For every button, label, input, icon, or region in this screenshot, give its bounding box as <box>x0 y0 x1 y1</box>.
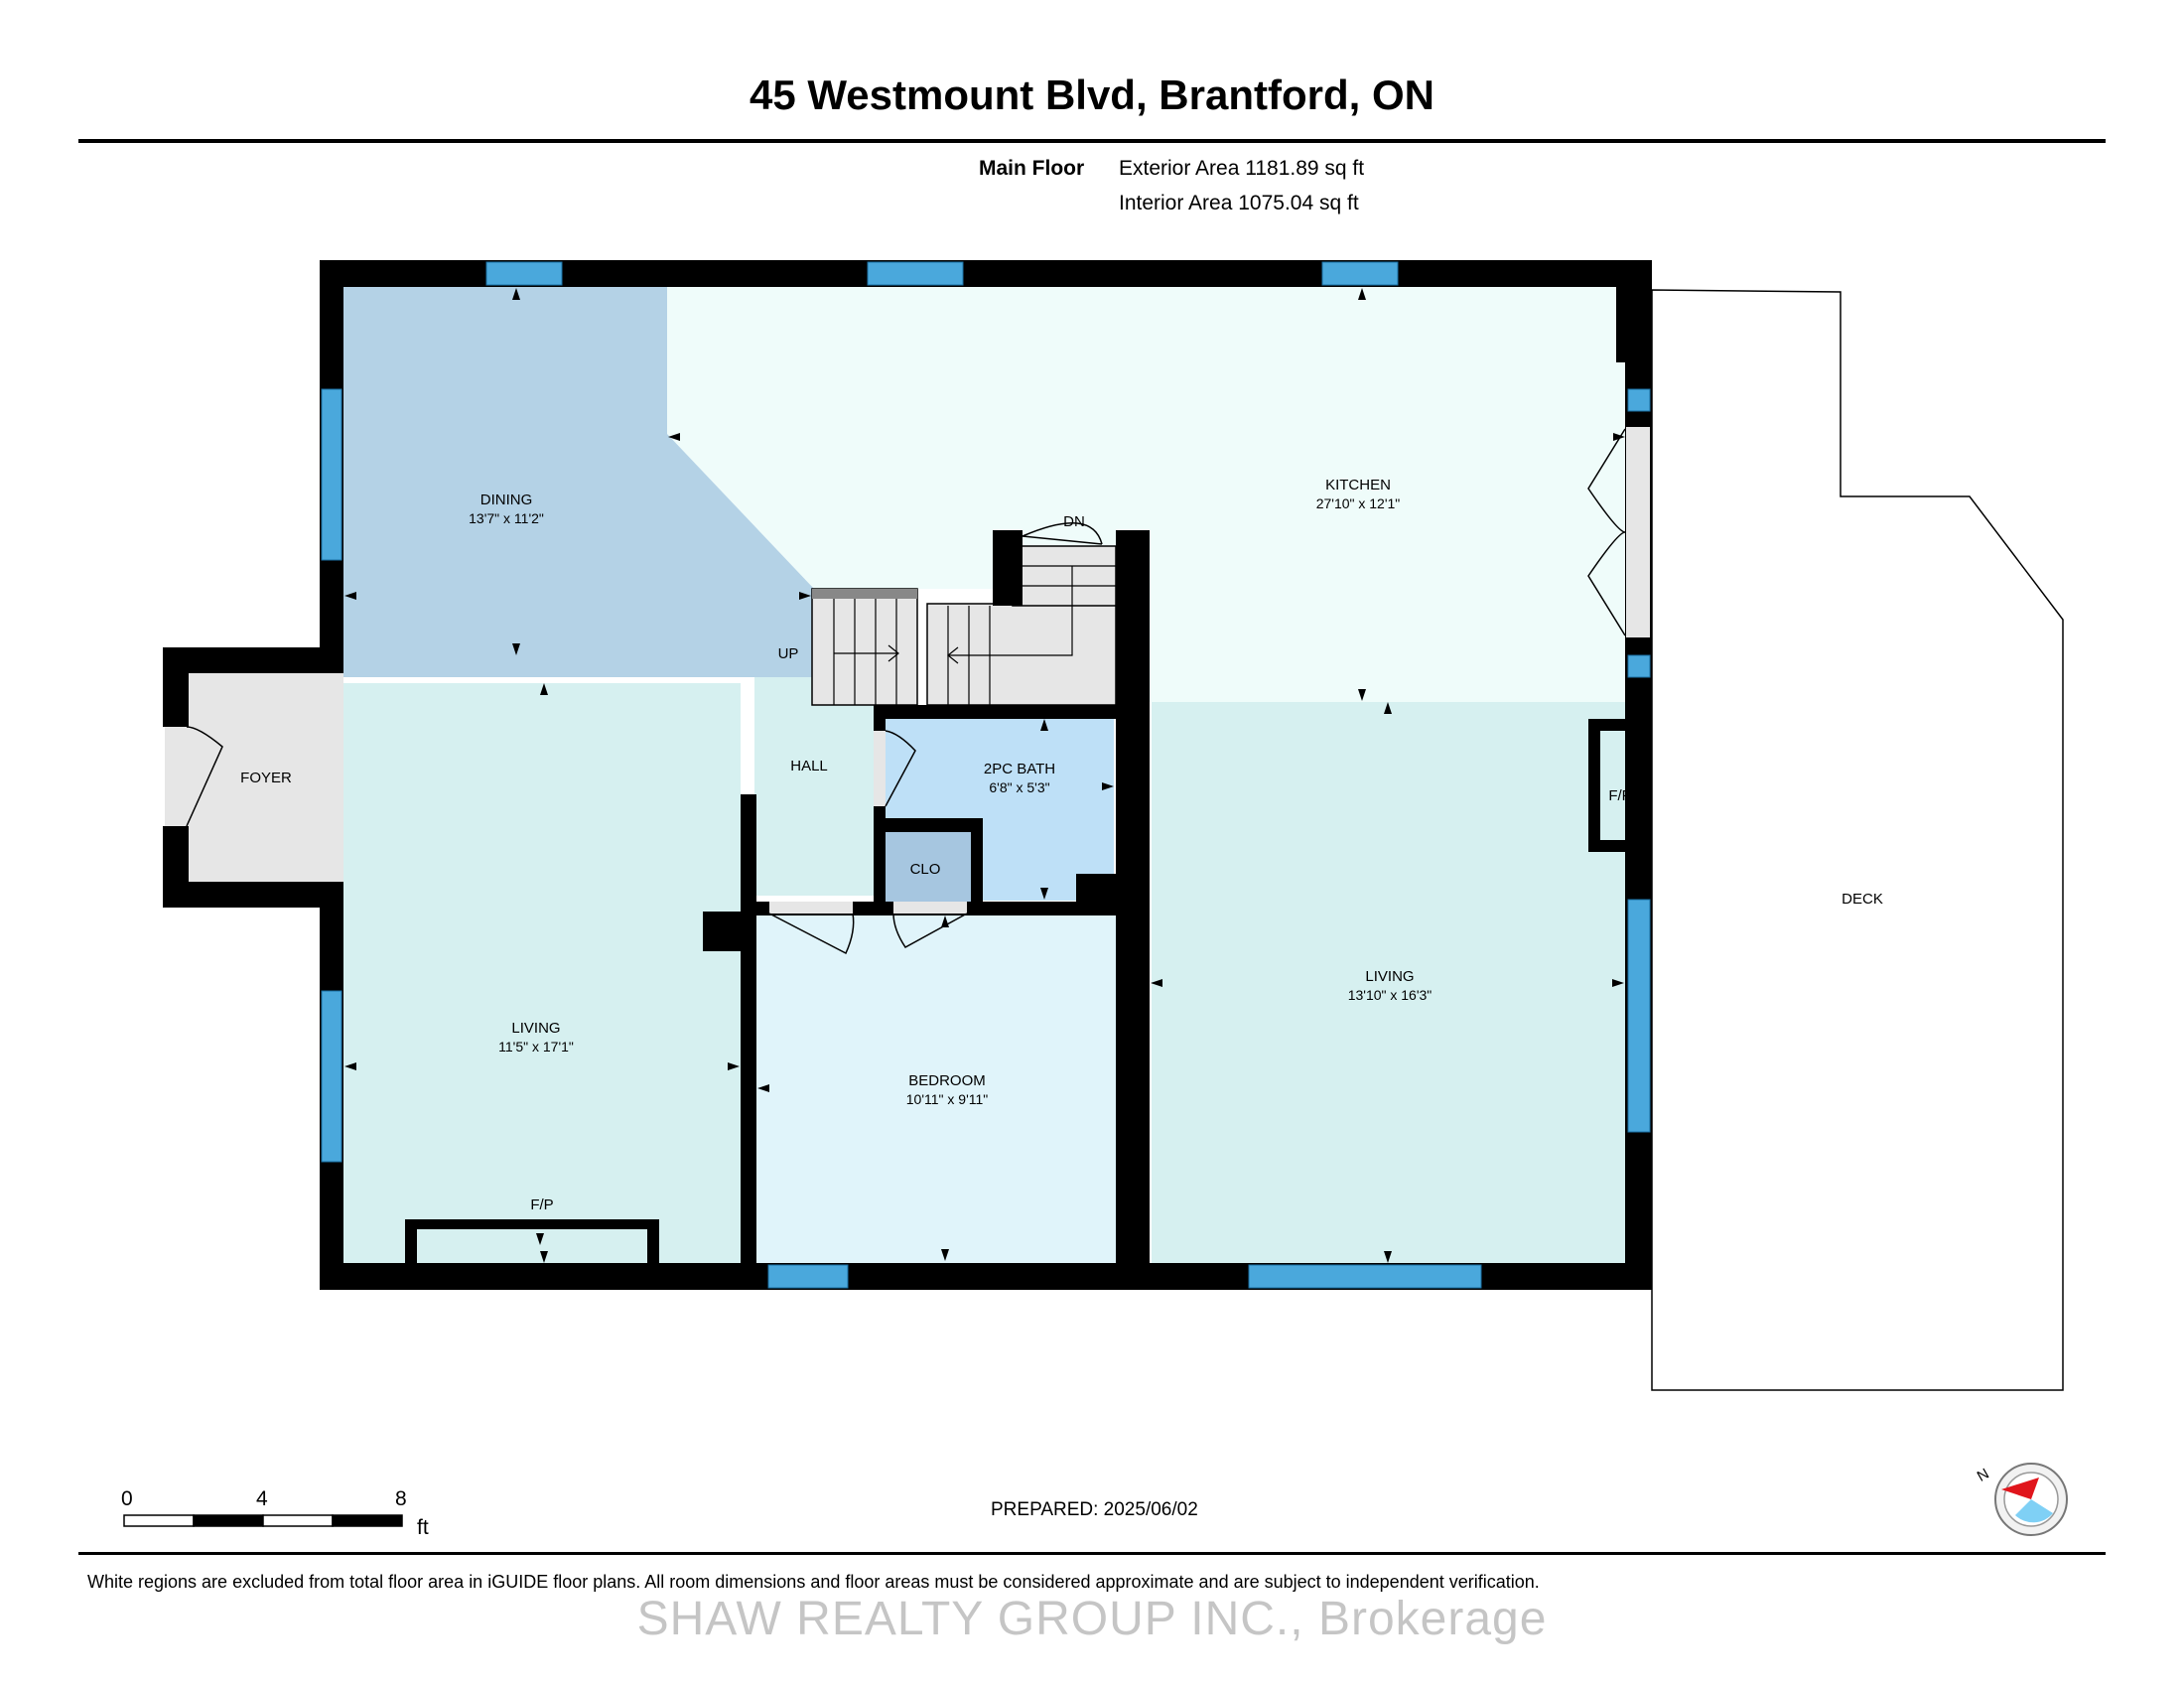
scale-tick-4: 4 <box>256 1487 268 1510</box>
wall-foyer-left-a <box>163 647 189 727</box>
room-dims-living-left: 11'5" x 17'1" <box>498 1039 574 1055</box>
window <box>1248 1264 1482 1289</box>
fireplace-right-side <box>1588 719 1600 852</box>
page-title: 45 Westmount Blvd, Brantford, ON <box>750 71 1434 118</box>
brokerage-watermark: SHAW REALTY GROUP INC., Brokerage <box>636 1593 1548 1645</box>
wall-stub <box>703 912 743 951</box>
room-label-dining: DINING <box>480 492 533 508</box>
room-dims-kitchen: 27'10" x 12'1" <box>1316 495 1401 511</box>
north-compass-icon: N <box>1975 1463 2068 1536</box>
room-dims-bath: 6'8" x 5'3" <box>989 779 1049 795</box>
window <box>1627 899 1651 1133</box>
living-right-fill <box>1152 702 1635 1273</box>
fireplace-left-side-b <box>647 1219 659 1263</box>
window <box>1321 261 1399 286</box>
room-label-hall: HALL <box>790 758 828 774</box>
window <box>321 388 342 561</box>
room-label-living-right: LIVING <box>1365 968 1414 985</box>
wall-closet-top <box>874 818 983 832</box>
kitchen-fill <box>667 287 1625 702</box>
wall-bath-bottom <box>1076 874 1116 904</box>
room-labels: DINING 13'7" x 11'2" KITCHEN 27'10" x 12… <box>240 477 1883 1213</box>
wall-foyer-top <box>163 647 343 673</box>
wall-bath-top <box>874 705 1126 719</box>
scale-tick-0: 0 <box>121 1487 133 1510</box>
room-label-bath: 2PC BATH <box>984 761 1055 777</box>
living-left-fill <box>343 683 741 1273</box>
window <box>321 990 342 1163</box>
room-label-closet: CLO <box>910 861 941 878</box>
room-label-deck: DECK <box>1842 891 1883 908</box>
header-divider <box>78 139 2106 143</box>
room-fills <box>185 287 1635 1273</box>
deck-outline <box>1651 289 2064 1391</box>
foyer-fill <box>185 673 343 882</box>
window <box>867 261 964 286</box>
bedroom-fill <box>756 915 1136 1263</box>
stairs-down-label: DN <box>1063 513 1085 530</box>
stairs-up <box>811 588 918 706</box>
window <box>767 1264 849 1289</box>
scale-unit: ft <box>417 1516 429 1539</box>
window <box>1627 388 1651 412</box>
room-label-foyer: FOYER <box>240 770 292 786</box>
room-label-living-left: LIVING <box>511 1020 560 1037</box>
scale-tick-8: 8 <box>395 1487 407 1510</box>
wall-stair-post <box>993 530 1023 606</box>
scale-bar: 0 4 8 ft <box>121 1487 429 1539</box>
fireplace-left-side-a <box>405 1219 417 1263</box>
wall-foyer-left-b <box>163 826 189 908</box>
room-dims-dining: 13'7" x 11'2" <box>469 510 544 526</box>
window <box>485 261 563 286</box>
stairs-down <box>926 603 1117 706</box>
room-dims-bedroom: 10'11" x 9'11" <box>906 1091 989 1107</box>
prepared-date: PREPARED: 2025/06/02 <box>991 1499 1198 1520</box>
compass-label: N <box>1975 1466 1992 1485</box>
hall-fill <box>754 677 874 896</box>
interior-area: Interior Area 1075.04 sq ft <box>1119 192 1359 214</box>
doors <box>165 427 1650 955</box>
exterior-area: Exterior Area 1181.89 sq ft <box>1119 157 1365 180</box>
windows <box>321 261 1651 1289</box>
wall-foyer-bottom <box>163 882 343 908</box>
wall-right <box>1625 260 1652 1290</box>
dimension-arrows <box>344 288 1625 1263</box>
fireplace-label-left: F/P <box>530 1196 553 1213</box>
wall-hall-left <box>741 794 756 1263</box>
floor-label: Main Floor <box>979 157 1085 180</box>
stairs-up-label: UP <box>778 645 799 662</box>
room-dims-living-right: 13'10" x 16'3" <box>1348 987 1433 1003</box>
wall-right-notch <box>1616 287 1628 362</box>
fireplace-left-top <box>405 1219 659 1229</box>
wall-closet-right <box>971 818 983 914</box>
stairs-up-landing <box>812 589 917 599</box>
fireplace-label-right: F/P <box>1608 787 1631 804</box>
dining-fill <box>343 287 814 677</box>
closet-fill <box>886 832 978 904</box>
wall-center-vertical <box>1116 530 1150 1263</box>
footer-divider <box>78 1552 2106 1555</box>
room-label-kitchen: KITCHEN <box>1325 477 1391 493</box>
room-label-bedroom: BEDROOM <box>908 1072 986 1089</box>
window <box>1627 654 1651 678</box>
disclaimer-text: White regions are excluded from total fl… <box>87 1572 1540 1592</box>
